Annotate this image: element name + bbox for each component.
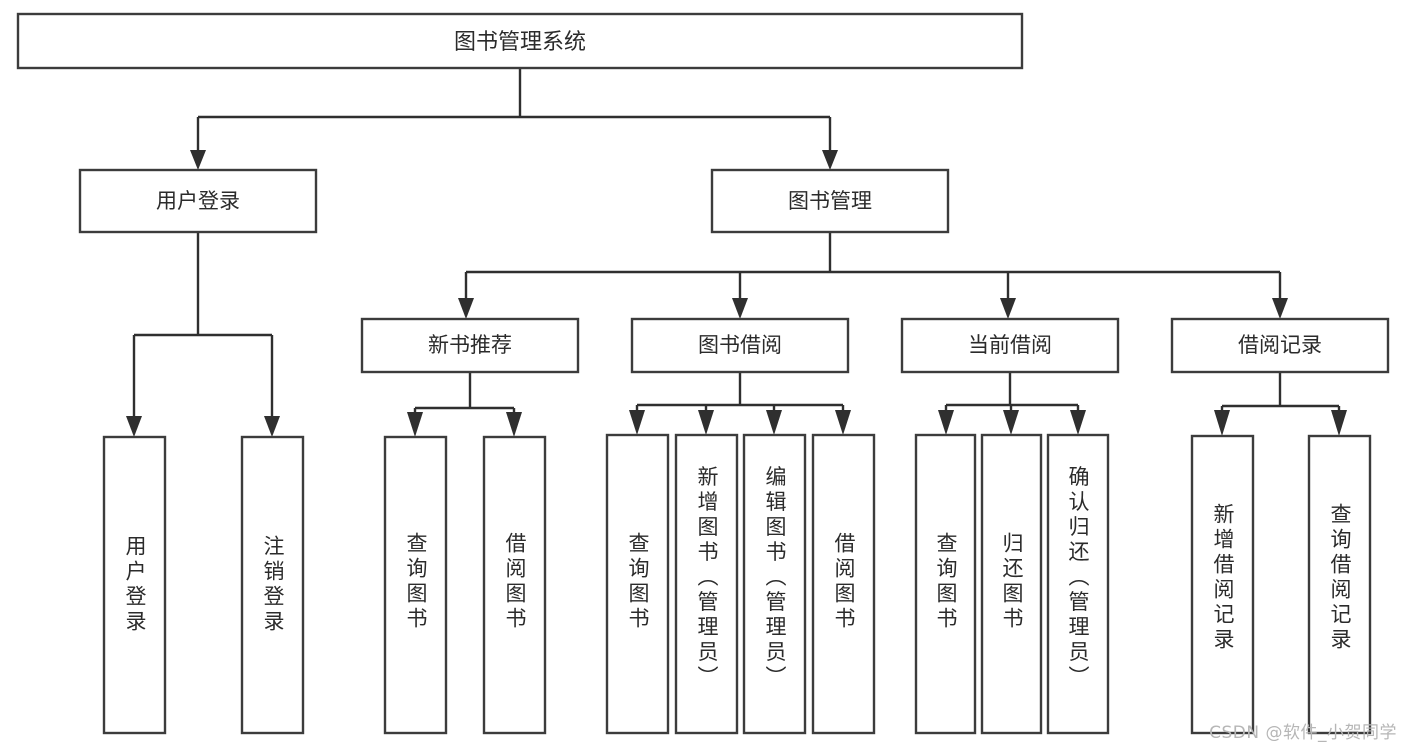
node-leaf-query-book-2-label: 查询图书 <box>626 532 650 632</box>
node-root[interactable]: 图书管理系统 <box>16 12 1024 70</box>
node-book-borrow[interactable]: 图书借阅 <box>630 317 850 374</box>
node-leaf-add-record-label: 新增借阅记录 <box>1211 503 1235 653</box>
arrow-head-user-login <box>190 150 206 170</box>
node-leaf-return-book-box[interactable] <box>980 433 1043 735</box>
node-user-login-label: 用户登录 <box>156 189 240 213</box>
node-current-borrow-label: 当前借阅 <box>968 333 1052 357</box>
node-book-management-box[interactable] <box>710 168 950 234</box>
node-leaf-query-record-label: 查询借阅记录 <box>1328 503 1352 653</box>
node-leaf-borrow-book-2-label: 借阅图书 <box>832 532 856 632</box>
node-leaf-confirm-return-label: 确认归还（管理员） <box>1066 466 1090 691</box>
node-leaf-add-book-box[interactable] <box>674 433 739 735</box>
node-leaf-borrow-book-1-label: 借阅图书 <box>503 532 527 632</box>
arrow-head-leaf-return-book <box>1003 410 1019 435</box>
arrow-head-leaf-query-book-3 <box>938 410 954 435</box>
arrow-head-leaf-confirm-return <box>1070 410 1086 435</box>
node-leaf-confirm-return[interactable]: 确认归还（管理员） <box>1046 433 1110 735</box>
arrow-head-leaf-logout-login <box>264 416 280 437</box>
node-leaf-logout-login-box[interactable] <box>240 435 305 735</box>
arrow-head-book-management <box>822 150 838 170</box>
node-leaf-add-record[interactable]: 新增借阅记录 <box>1190 434 1255 735</box>
node-leaf-edit-book-box[interactable] <box>742 433 807 735</box>
node-leaf-user-login-label: 用户登录 <box>123 535 147 635</box>
node-leaf-query-book-3-box[interactable] <box>914 433 977 735</box>
node-leaf-add-book[interactable]: 新增图书（管理员） <box>674 433 739 735</box>
node-user-login-box[interactable] <box>78 168 318 234</box>
arrow-head-leaf-borrow-book-1 <box>506 412 522 437</box>
node-book-management[interactable]: 图书管理 <box>710 168 950 234</box>
node-leaf-logout-login-label: 注销登录 <box>261 535 285 635</box>
node-leaf-return-book[interactable]: 归还图书 <box>980 433 1043 735</box>
node-leaf-user-login-box[interactable] <box>102 435 167 735</box>
node-current-borrow[interactable]: 当前借阅 <box>900 317 1120 374</box>
arrow-head-leaf-query-book-2 <box>629 410 645 435</box>
node-leaf-query-record[interactable]: 查询借阅记录 <box>1307 434 1372 735</box>
node-new-book-recommend-box[interactable] <box>360 317 580 374</box>
node-new-book-recommend[interactable]: 新书推荐 <box>360 317 580 374</box>
node-borrow-record-box[interactable] <box>1170 317 1390 374</box>
node-leaf-edit-book-label: 编辑图书（管理员） <box>763 466 787 691</box>
node-leaf-query-book-1-label: 查询图书 <box>404 532 428 632</box>
node-leaf-query-book-1-box[interactable] <box>383 435 448 735</box>
arrow-head-leaf-borrow-book-2 <box>835 410 851 435</box>
node-current-borrow-box[interactable] <box>900 317 1120 374</box>
node-leaf-user-login[interactable]: 用户登录 <box>102 435 167 735</box>
node-leaf-query-record-box[interactable] <box>1307 434 1372 735</box>
node-new-book-recommend-label: 新书推荐 <box>428 333 512 357</box>
node-book-management-label: 图书管理 <box>788 189 872 213</box>
node-leaf-borrow-book-2[interactable]: 借阅图书 <box>811 433 876 735</box>
connector-layer <box>126 68 1347 437</box>
node-leaf-query-book-3-label: 查询图书 <box>934 532 958 632</box>
arrow-head-borrow-record <box>1272 298 1288 319</box>
arrow-head-current-borrow <box>1000 298 1016 319</box>
node-leaf-logout-login[interactable]: 注销登录 <box>240 435 305 735</box>
node-leaf-query-book-2-box[interactable] <box>605 433 670 735</box>
arrow-head-leaf-query-record <box>1331 410 1347 436</box>
node-leaf-query-book-1[interactable]: 查询图书 <box>383 435 448 735</box>
node-leaf-add-book-label: 新增图书（管理员） <box>695 466 719 691</box>
arrow-head-new-book-recommend <box>458 298 474 319</box>
node-borrow-record[interactable]: 借阅记录 <box>1170 317 1390 374</box>
node-borrow-record-label: 借阅记录 <box>1238 333 1322 357</box>
node-leaf-edit-book[interactable]: 编辑图书（管理员） <box>742 433 807 735</box>
node-user-login[interactable]: 用户登录 <box>78 168 318 234</box>
node-leaf-borrow-book-2-box[interactable] <box>811 433 876 735</box>
node-root-label: 图书管理系统 <box>454 30 586 55</box>
node-leaf-query-book-2[interactable]: 查询图书 <box>605 433 670 735</box>
arrow-head-leaf-user-login <box>126 416 142 437</box>
node-root-box[interactable] <box>16 12 1024 70</box>
node-leaf-borrow-book-1[interactable]: 借阅图书 <box>482 435 547 735</box>
node-leaf-add-record-box[interactable] <box>1190 434 1255 735</box>
node-book-borrow-box[interactable] <box>630 317 850 374</box>
arrow-head-leaf-add-record <box>1214 410 1230 436</box>
node-book-borrow-label: 图书借阅 <box>698 333 782 357</box>
arrow-head-leaf-add-book <box>698 410 714 435</box>
node-leaf-borrow-book-1-box[interactable] <box>482 435 547 735</box>
arrow-head-leaf-edit-book <box>766 410 782 435</box>
node-leaf-query-book-3[interactable]: 查询图书 <box>914 433 977 735</box>
node-leaf-return-book-label: 归还图书 <box>1000 532 1024 632</box>
arrow-head-leaf-query-book-1 <box>407 412 423 437</box>
arrow-head-book-borrow <box>732 298 748 319</box>
node-leaf-confirm-return-box[interactable] <box>1046 433 1110 735</box>
